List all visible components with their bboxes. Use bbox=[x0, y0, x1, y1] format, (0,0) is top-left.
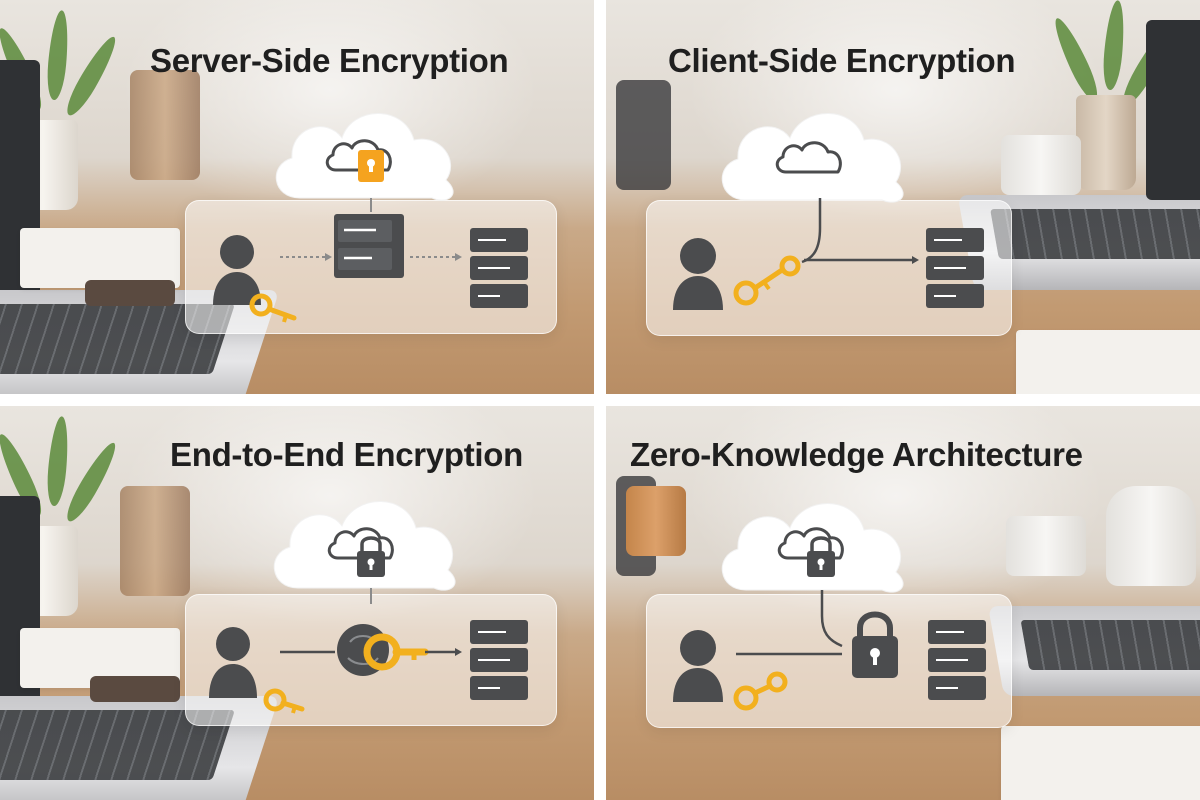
diagram-end-to-end bbox=[209, 501, 528, 714]
database-icon bbox=[926, 228, 984, 308]
database-icon bbox=[928, 620, 986, 700]
user-icon bbox=[673, 630, 723, 702]
panel-title: End-to-End Encryption bbox=[170, 436, 523, 473]
notebook-decoration bbox=[20, 228, 180, 288]
paper-decoration bbox=[1016, 330, 1200, 394]
arrow-icon bbox=[410, 253, 462, 261]
user-icon bbox=[209, 627, 257, 698]
key-icon bbox=[249, 293, 297, 323]
cup-decoration bbox=[626, 486, 686, 556]
laptop-screen bbox=[1146, 20, 1200, 200]
phone-decoration bbox=[85, 280, 175, 306]
phone-decoration bbox=[90, 676, 180, 702]
database-icon bbox=[470, 620, 528, 700]
diagram-server-side bbox=[213, 113, 528, 323]
kettle-decoration bbox=[1106, 486, 1196, 586]
lock-icon bbox=[357, 536, 385, 577]
quadrant-end-to-end: End-to-End Encryption bbox=[0, 406, 594, 800]
speaker-decoration bbox=[616, 80, 671, 190]
lock-icon bbox=[852, 611, 898, 678]
key-icon bbox=[263, 688, 305, 714]
server-icon bbox=[334, 214, 404, 278]
paper-decoration bbox=[1001, 726, 1200, 800]
lock-icon bbox=[358, 150, 384, 182]
arrow-icon bbox=[804, 256, 919, 264]
quadrant-client-side: Client-Side Encryption bbox=[606, 0, 1200, 394]
diagram-zero-knowledge bbox=[673, 503, 986, 711]
vase-decoration bbox=[130, 70, 200, 180]
lock-icon bbox=[807, 536, 835, 577]
key-icon bbox=[733, 671, 788, 711]
panel-title: Zero-Knowledge Architecture bbox=[630, 436, 1083, 473]
quadrant-zero-knowledge: Zero-Knowledge Architecture bbox=[606, 406, 1200, 800]
cloud-icon bbox=[273, 501, 456, 591]
plant-decoration bbox=[1046, 0, 1196, 210]
cloud-icon bbox=[721, 113, 904, 203]
quadrant-server-side: Server-Side Encryption bbox=[0, 0, 594, 394]
key-icon bbox=[733, 255, 801, 306]
panel-title: Client-Side Encryption bbox=[668, 42, 1016, 79]
arrow-icon bbox=[425, 648, 462, 656]
panel-title: Server-Side Encryption bbox=[150, 42, 509, 79]
user-icon bbox=[213, 235, 261, 305]
vase-decoration bbox=[120, 486, 190, 596]
user-icon bbox=[673, 238, 723, 310]
diagram-client-side bbox=[673, 113, 984, 310]
key-icon bbox=[363, 633, 429, 671]
database-icon bbox=[470, 228, 528, 308]
mug-decoration bbox=[1006, 516, 1086, 576]
mug-decoration bbox=[1001, 135, 1081, 195]
arrow-icon bbox=[280, 253, 332, 261]
